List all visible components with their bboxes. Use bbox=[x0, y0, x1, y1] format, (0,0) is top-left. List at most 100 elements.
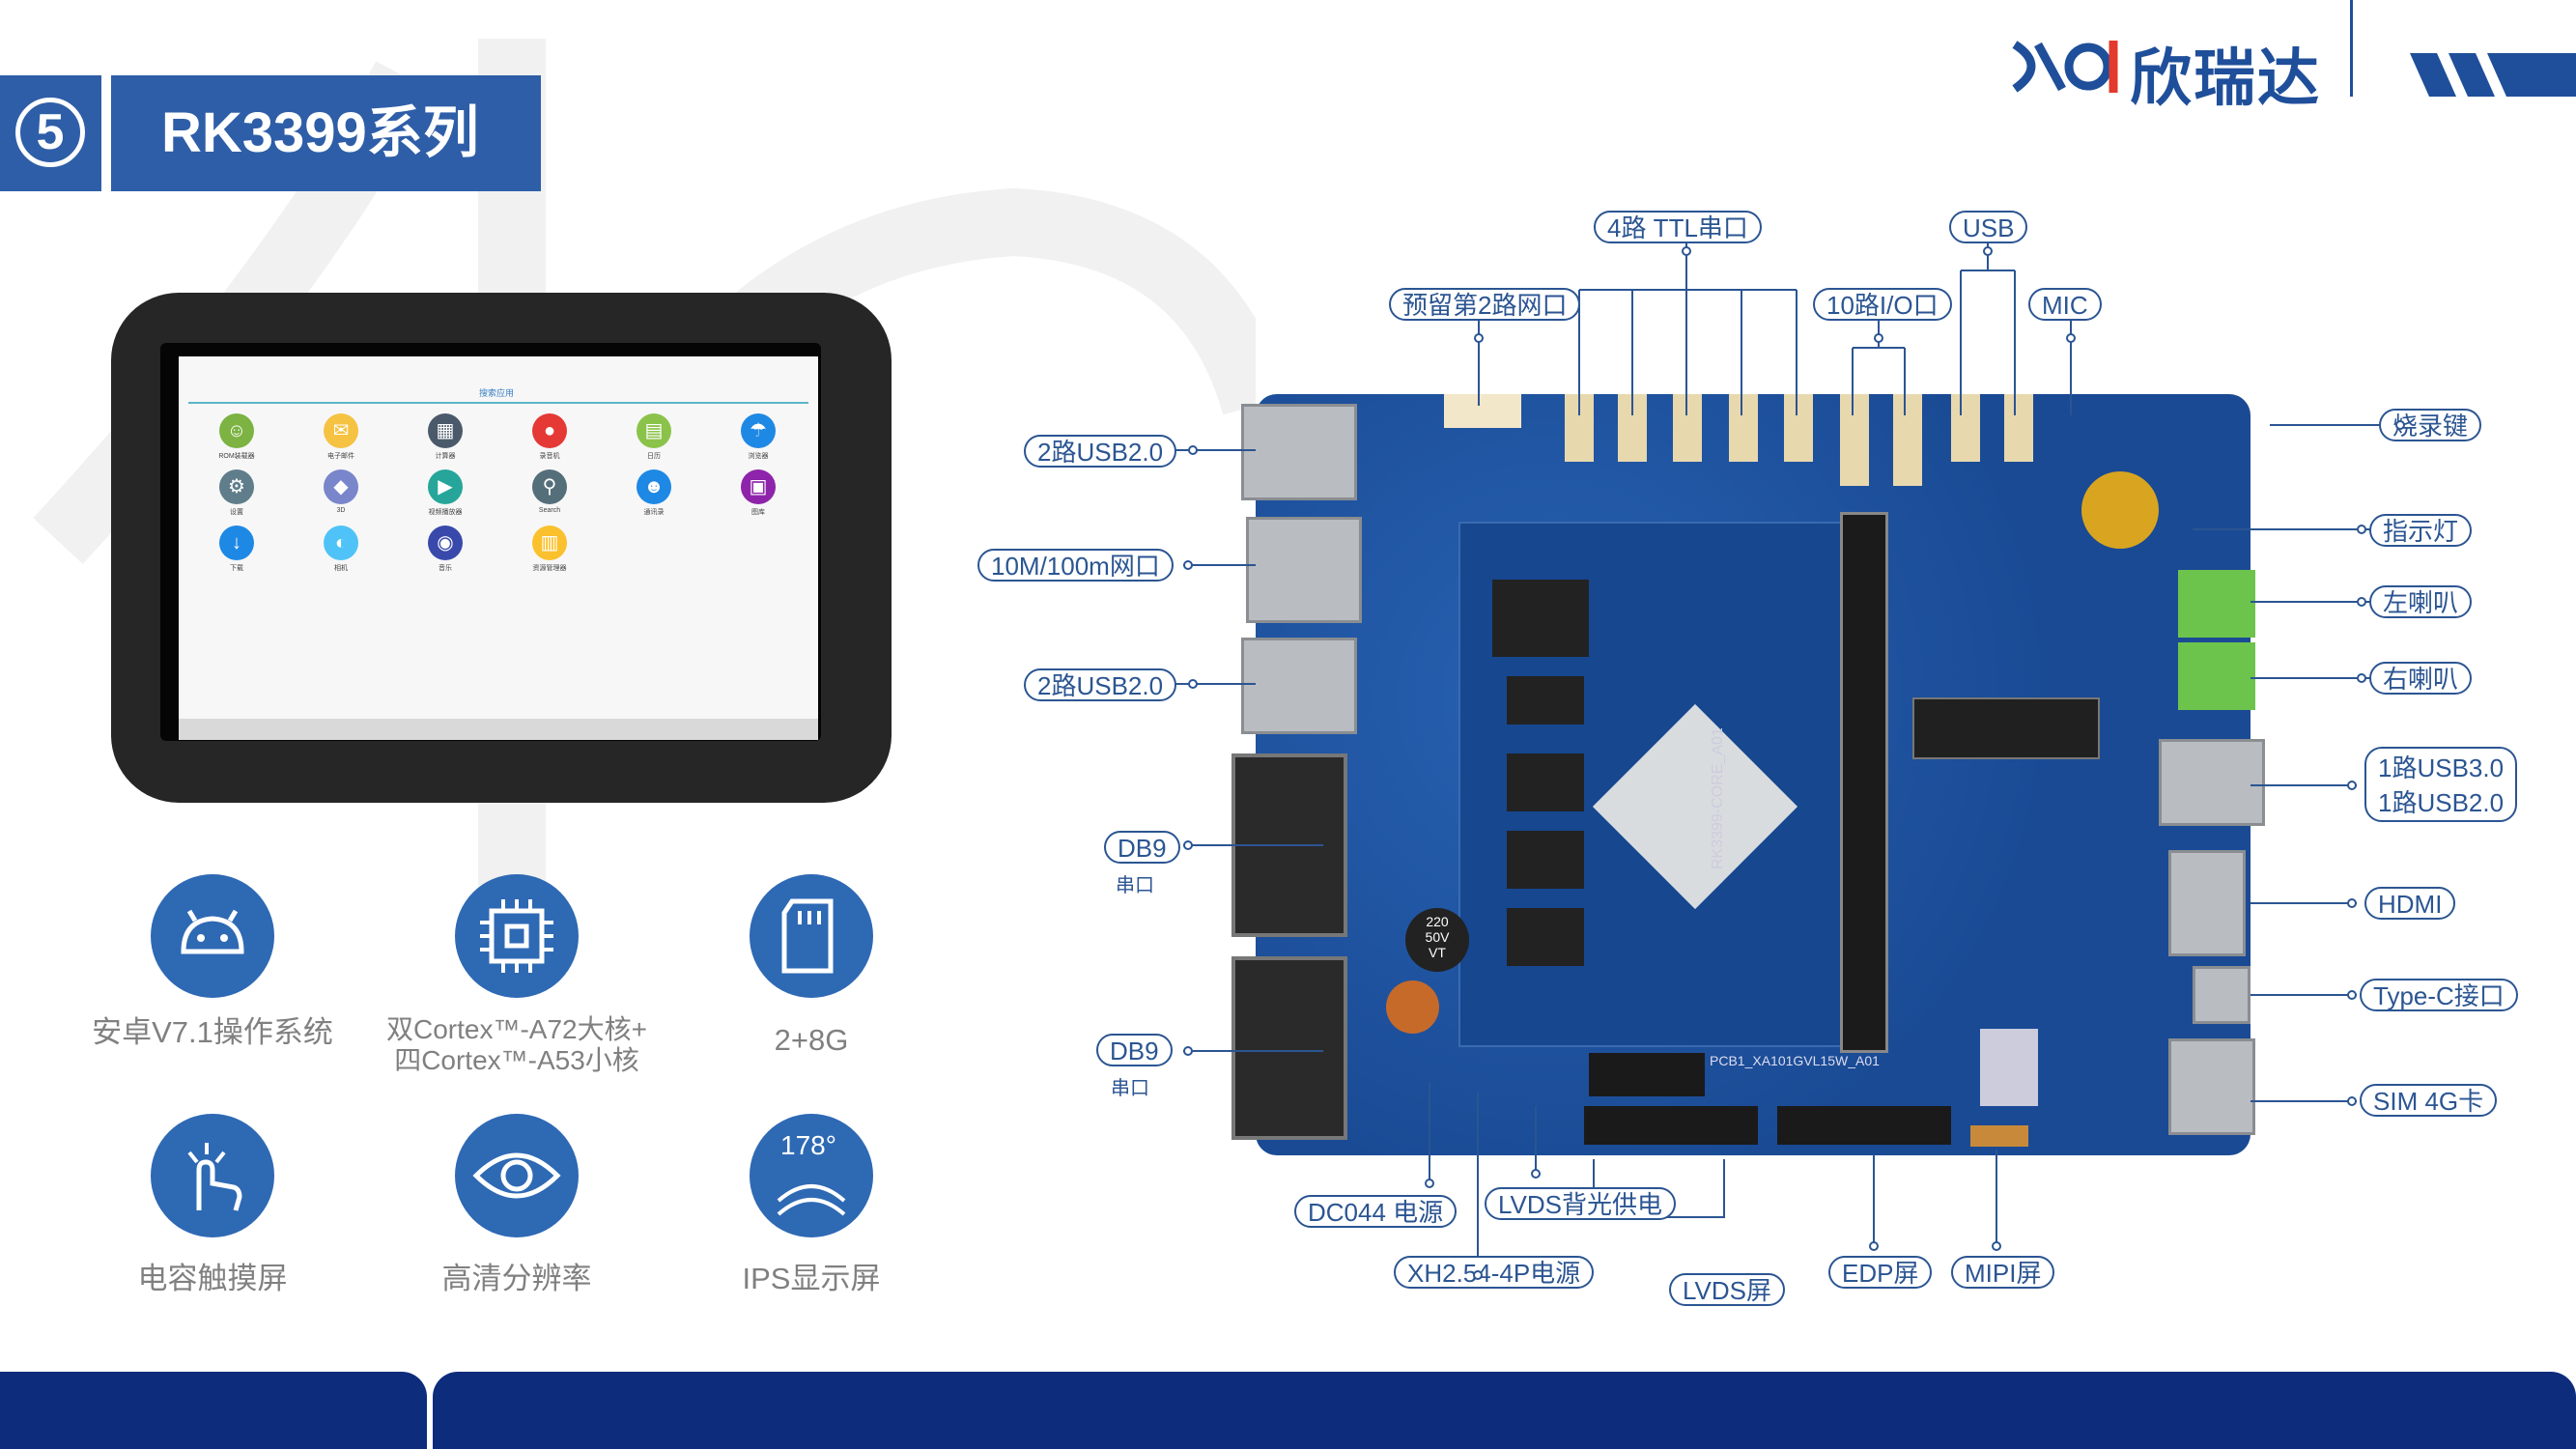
app-contacts[interactable]: ☻通讯录 bbox=[625, 469, 683, 517]
label-usb2-a: 2路USB2.0 bbox=[1024, 435, 1177, 468]
callout-dot bbox=[2395, 420, 2405, 430]
callout-dot bbox=[2066, 333, 2076, 343]
label-usb-top: USB bbox=[1949, 211, 2028, 243]
footer-left-bar bbox=[0, 1372, 427, 1449]
android-icon: ☺ bbox=[219, 413, 254, 448]
capacitor-marking: 220 bbox=[1426, 914, 1449, 929]
app-label: 视频播放器 bbox=[428, 509, 463, 516]
eye-feature-icon bbox=[455, 1114, 579, 1237]
app-gallery[interactable]: ▣ 图库 bbox=[729, 469, 787, 517]
feature-label: 2+8G bbox=[774, 1023, 849, 1057]
pcb-label: PCB1_XA101GVL15W_A01 bbox=[1710, 1053, 1880, 1068]
browser-icon: ☂ bbox=[741, 413, 776, 448]
folder-icon: ▥ bbox=[532, 526, 567, 560]
feature-label: IPS显示屏 bbox=[742, 1262, 881, 1295]
label-dc: DC044 电源 bbox=[1294, 1195, 1458, 1228]
capacitor-marking: 50V bbox=[1425, 929, 1450, 945]
app-label: 设置 bbox=[230, 509, 243, 516]
app-label: Search bbox=[538, 507, 561, 514]
callout-dot bbox=[2347, 1096, 2357, 1106]
label-usb3-line2: 1路USB2.0 bbox=[2378, 788, 2505, 817]
settings-icon: ⚙ bbox=[219, 469, 254, 504]
m2-slot bbox=[1912, 697, 2100, 759]
callout-dot bbox=[1473, 1270, 1483, 1280]
feature-label-line: 双Cortex™-A72大核+ bbox=[386, 1014, 647, 1044]
video-icon: ▶ bbox=[428, 469, 463, 504]
label-burn-key: 烧录键 bbox=[2379, 409, 2482, 441]
music-icon: ◉ bbox=[428, 526, 463, 560]
ram-chip bbox=[1507, 676, 1584, 724]
callout-dot bbox=[1183, 1046, 1193, 1056]
label-usb3-line1: 1路USB3.0 bbox=[2378, 753, 2505, 782]
app-music[interactable]: ◉音乐 bbox=[416, 526, 474, 573]
app-recorder[interactable]: ●录音机 bbox=[521, 413, 579, 461]
android-feature-icon bbox=[151, 874, 274, 998]
app-label: 下载 bbox=[230, 565, 243, 572]
brand-name: 欣瑞达 bbox=[2130, 43, 2321, 113]
app-download[interactable]: ↓ 下载 bbox=[208, 526, 266, 573]
app-search[interactable]: ⚲Search bbox=[521, 469, 579, 514]
app-camera[interactable]: ◐相机 bbox=[312, 526, 370, 573]
label-led: 指示灯 bbox=[2369, 514, 2473, 547]
callout-dot bbox=[1474, 333, 1484, 343]
brand-separator bbox=[2350, 0, 2353, 97]
audio-jack-right bbox=[2178, 642, 2255, 710]
app-settings[interactable]: ⚙ 设置 bbox=[208, 469, 266, 517]
label-left-speaker: 左喇叭 bbox=[2369, 585, 2473, 618]
app-label: 图库 bbox=[751, 509, 765, 516]
callout-dot bbox=[1874, 333, 1883, 343]
label-db9-b-sub: 串口 bbox=[1111, 1078, 1149, 1099]
label-db9-b: DB9 bbox=[1096, 1034, 1173, 1066]
callout-dot bbox=[1682, 246, 1691, 256]
so-dimm-slot bbox=[1840, 512, 1888, 1053]
brand-logo-icon bbox=[2012, 41, 2118, 93]
ram-chip bbox=[1507, 753, 1584, 811]
app-label: 计算器 bbox=[435, 453, 456, 460]
ram-chip bbox=[1507, 908, 1584, 966]
hdmi-port bbox=[2168, 850, 2246, 956]
app-label: 资源管理器 bbox=[532, 565, 567, 572]
sd-card-feature-icon bbox=[750, 874, 873, 998]
label-typec: Type-C接口 bbox=[2360, 979, 2518, 1011]
app-search: 搜索应用 bbox=[479, 388, 515, 398]
download-icon: ↓ bbox=[219, 526, 254, 560]
callout-dot bbox=[2357, 597, 2366, 607]
callout-dot bbox=[2347, 898, 2357, 908]
callout-dot bbox=[1425, 1179, 1434, 1188]
label-reserve-lan: 预留第2路网口 bbox=[1389, 288, 1581, 321]
label-usb3: 1路USB3.0 1路USB2.0 bbox=[2364, 747, 2518, 822]
capacitor-marking: VT bbox=[1429, 945, 1446, 960]
calendar-icon: ▤ bbox=[637, 413, 671, 448]
callout-dot bbox=[1983, 246, 1993, 256]
label-lvds-backlight: LVDS背光供电 bbox=[1485, 1187, 1676, 1220]
app-mail[interactable]: ✉ 电子邮件 bbox=[312, 413, 370, 461]
label-edp: EDP屏 bbox=[1828, 1256, 1933, 1289]
sim-slot bbox=[2168, 1038, 2255, 1135]
app-label: 日历 bbox=[647, 453, 661, 460]
callout-dot bbox=[1183, 840, 1193, 850]
usb3-port bbox=[2159, 739, 2265, 826]
calculator-icon: ▦ bbox=[428, 413, 463, 448]
callout-dot bbox=[2357, 673, 2366, 683]
app-cube[interactable]: ◆3D bbox=[312, 469, 370, 514]
app-folder[interactable]: ▥ 资源管理器 bbox=[521, 526, 579, 573]
app-calendar[interactable]: ▤ 日历 bbox=[625, 413, 683, 461]
app-label: 录音机 bbox=[539, 453, 560, 460]
gallery-icon: ▣ bbox=[741, 469, 776, 504]
app-browser[interactable]: ☂浏览器 bbox=[729, 413, 787, 461]
label-sim: SIM 4G卡 bbox=[2360, 1084, 2498, 1117]
label-mipi: MIPI屏 bbox=[1951, 1256, 2055, 1289]
app-label: 电子邮件 bbox=[327, 453, 354, 460]
app-video[interactable]: ▶ 视频播放器 bbox=[416, 469, 474, 517]
mipi-connector bbox=[1970, 1125, 2028, 1147]
label-db9-a: DB9 bbox=[1104, 831, 1180, 864]
callout-lines bbox=[1169, 242, 2386, 1275]
app-android[interactable]: ☺ROM装载器 bbox=[208, 413, 266, 461]
mail-icon: ✉ bbox=[324, 413, 358, 448]
wifi-module bbox=[1980, 1029, 2038, 1106]
app-calculator[interactable]: ▦ 计算器 bbox=[416, 413, 474, 461]
inductor bbox=[1386, 980, 1439, 1034]
label-right-speaker: 右喇叭 bbox=[2369, 662, 2473, 695]
callout-dot bbox=[1183, 560, 1193, 570]
cube-icon: ◆ bbox=[324, 469, 358, 504]
